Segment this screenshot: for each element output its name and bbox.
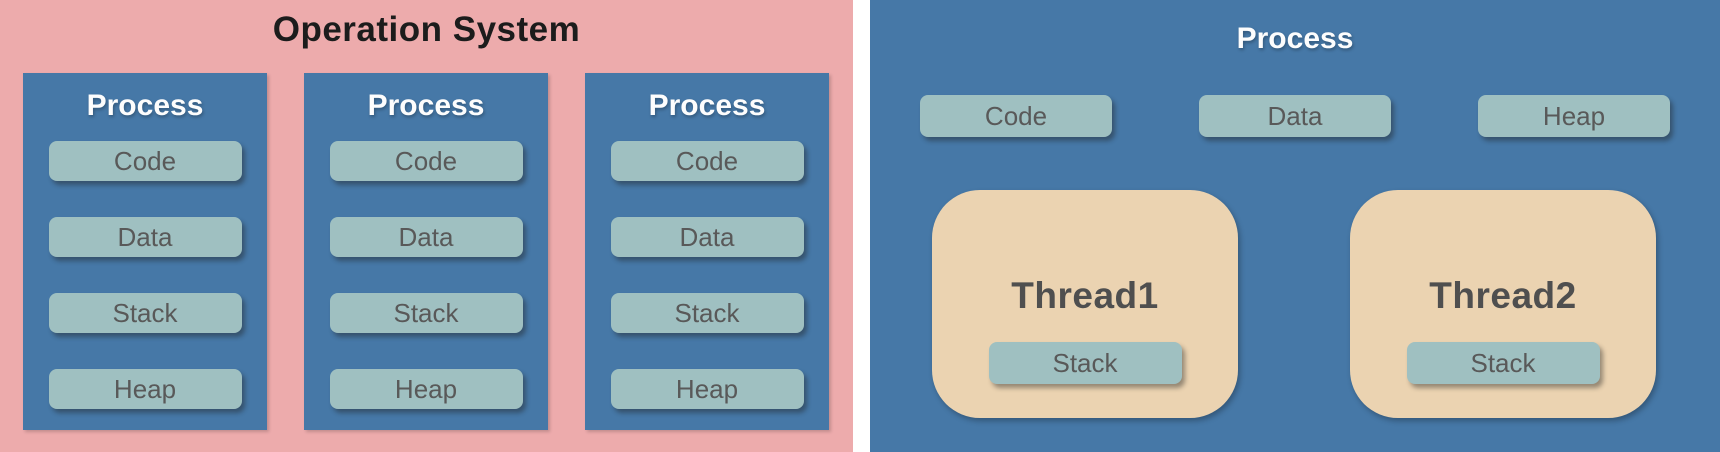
thread-box-2: Thread2 Stack <box>1350 190 1656 418</box>
segment-heap: Heap <box>610 369 804 409</box>
segment-stack: Stack <box>1406 342 1600 384</box>
process-box-3: Process Code Data Stack Heap <box>585 73 829 430</box>
thread-title: Thread1 <box>1011 275 1159 316</box>
segment-code: Code <box>329 141 523 181</box>
thread-box-1: Thread1 Stack <box>932 190 1238 418</box>
segment-heap: Heap <box>329 369 523 409</box>
process-box-1: Process Code Data Stack Heap <box>23 73 267 430</box>
process-box-2: Process Code Data Stack Heap <box>304 73 548 430</box>
segment-code: Code <box>920 95 1112 137</box>
segment-heap: Heap <box>1478 95 1670 137</box>
segment-data: Data <box>48 217 242 257</box>
segment-stack: Stack <box>329 293 523 333</box>
process-segment-row: Code Data Heap <box>920 95 1670 137</box>
segment-data: Data <box>610 217 804 257</box>
segment-data: Data <box>1199 95 1391 137</box>
process-title: Process <box>367 89 485 122</box>
thread-title: Thread2 <box>1429 275 1577 316</box>
multithread-process-panel: Process Code Data Heap Thread1 Stack Thr… <box>870 0 1720 452</box>
process-title: Process <box>648 89 766 122</box>
operation-system-title: Operation System <box>272 10 581 49</box>
segment-stack: Stack <box>48 293 242 333</box>
segment-stack: Stack <box>988 342 1182 384</box>
process-title: Process <box>86 89 204 122</box>
operation-system-panel: Operation System Process Code Data Stack… <box>0 0 853 452</box>
segment-code: Code <box>48 141 242 181</box>
segment-code: Code <box>610 141 804 181</box>
segment-heap: Heap <box>48 369 242 409</box>
segment-data: Data <box>329 217 523 257</box>
process-title: Process <box>1236 22 1354 55</box>
segment-stack: Stack <box>610 293 804 333</box>
